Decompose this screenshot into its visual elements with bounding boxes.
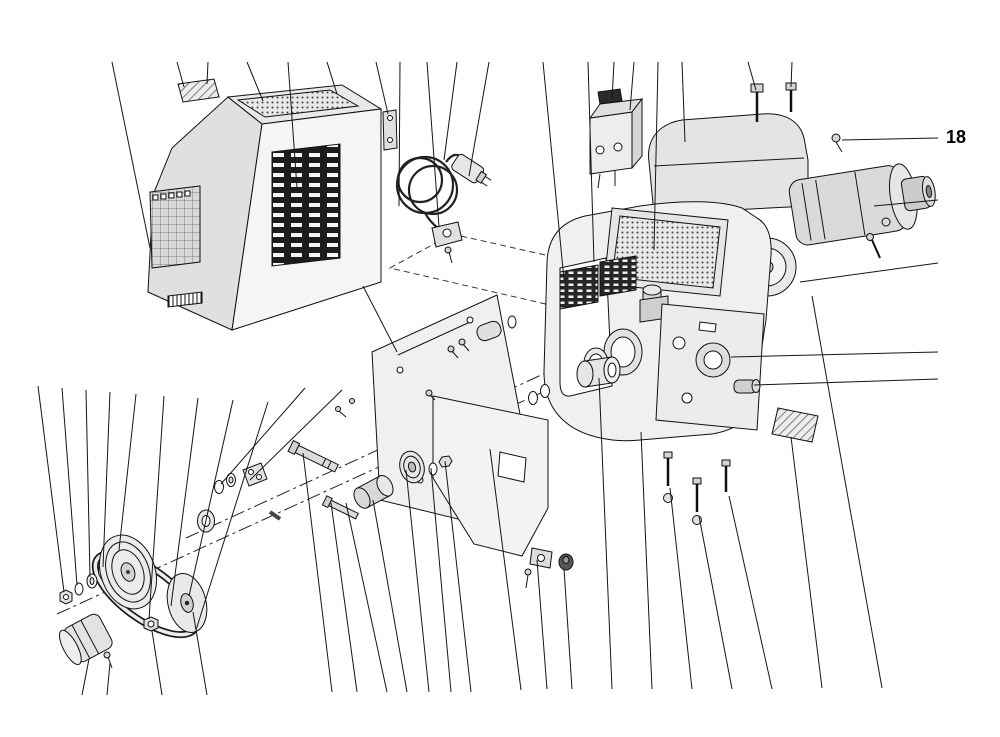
mesh-top-panel [611, 215, 721, 289]
callout-label-18: 18 [946, 127, 967, 147]
washer [540, 384, 550, 398]
bolt [750, 83, 764, 93]
part-label-plate [177, 78, 220, 103]
part-housing-cover [147, 84, 383, 331]
leader-line [799, 262, 939, 283]
leader-line [653, 61, 659, 251]
leader-line [192, 611, 208, 696]
part-shaft-hardware [197, 315, 621, 533]
strain-relief [431, 221, 463, 264]
pin [268, 510, 282, 521]
leader-line [398, 61, 401, 207]
leader-line [587, 61, 595, 263]
leader-line [811, 295, 883, 689]
leader-line [287, 61, 298, 189]
leader-line [542, 61, 565, 281]
leader-line [747, 61, 757, 91]
leader-line [790, 61, 793, 88]
part-cord-clamp [382, 109, 398, 151]
mesh-vent-panel [236, 89, 360, 118]
part-switch [588, 88, 644, 189]
leader-line [873, 199, 939, 207]
leader-line [430, 467, 452, 693]
screw [321, 495, 359, 520]
leader-line [220, 387, 306, 485]
leader-line [111, 61, 151, 249]
control-grille-panel [271, 143, 341, 267]
leader-line [118, 393, 137, 551]
long-bolt [287, 439, 339, 473]
leader-line [841, 137, 939, 141]
leader-line [681, 61, 686, 143]
leader-line [246, 61, 264, 102]
leader-line [362, 285, 398, 353]
leader-line [195, 401, 269, 631]
barcode-strip [167, 291, 203, 308]
leader-line [326, 61, 338, 95]
leader-line [37, 385, 65, 593]
leader-line [629, 61, 635, 111]
leader-line [151, 630, 163, 696]
leader-line [444, 460, 472, 693]
leader-line [698, 515, 733, 690]
washer [74, 582, 84, 596]
terminal-block [599, 255, 637, 297]
part-chassis [543, 201, 772, 525]
washer [528, 391, 538, 405]
leader-line [563, 568, 573, 690]
leader-line [790, 436, 823, 689]
side-control-panel [149, 185, 201, 269]
part-power-cord [395, 153, 492, 264]
drive-cylinder [58, 613, 113, 665]
chassis-bolts [663, 451, 731, 525]
leader-line [405, 469, 430, 693]
disc-pulley [166, 573, 208, 633]
large-pulley [98, 534, 158, 610]
leader-line [61, 387, 78, 586]
leader-line [640, 431, 653, 690]
leader-line [302, 452, 333, 693]
screw-item-18 [831, 133, 841, 143]
leader-line [375, 61, 389, 115]
leader-line [249, 389, 343, 481]
leader-line [85, 389, 91, 578]
part-pulley-drive [58, 534, 208, 669]
plug [451, 153, 492, 187]
leader-line [443, 61, 458, 161]
coupling-sleeve [353, 475, 394, 509]
leader-line [206, 61, 209, 85]
roller [476, 320, 502, 342]
leader-line [728, 495, 773, 690]
leader-line [188, 399, 234, 597]
motor-body [788, 163, 936, 246]
washer [507, 315, 517, 329]
leader-line [489, 448, 522, 691]
leader-line [81, 658, 90, 696]
terminal-block [559, 264, 599, 310]
washer [428, 462, 438, 476]
part-side-plate [432, 395, 574, 589]
part-rating-plate [771, 407, 819, 443]
leader-line [468, 61, 490, 177]
leader-line [669, 487, 693, 690]
leader-line [170, 397, 199, 607]
leader-line [611, 61, 615, 101]
motor-cover [648, 113, 809, 215]
leader-line [753, 378, 939, 386]
leader-line [106, 662, 111, 696]
small-pulley [399, 450, 425, 484]
leader-lines [37, 61, 939, 696]
leader-line [102, 391, 111, 568]
leader-line [598, 377, 613, 690]
switch-button [597, 88, 623, 105]
leader-line [148, 395, 165, 620]
leader-line [372, 499, 408, 693]
leader-line [730, 351, 939, 358]
leader-line [345, 502, 388, 693]
leader-line [176, 61, 185, 88]
leader-line [536, 559, 548, 690]
leader-line [330, 502, 358, 693]
leader-line [426, 61, 440, 228]
